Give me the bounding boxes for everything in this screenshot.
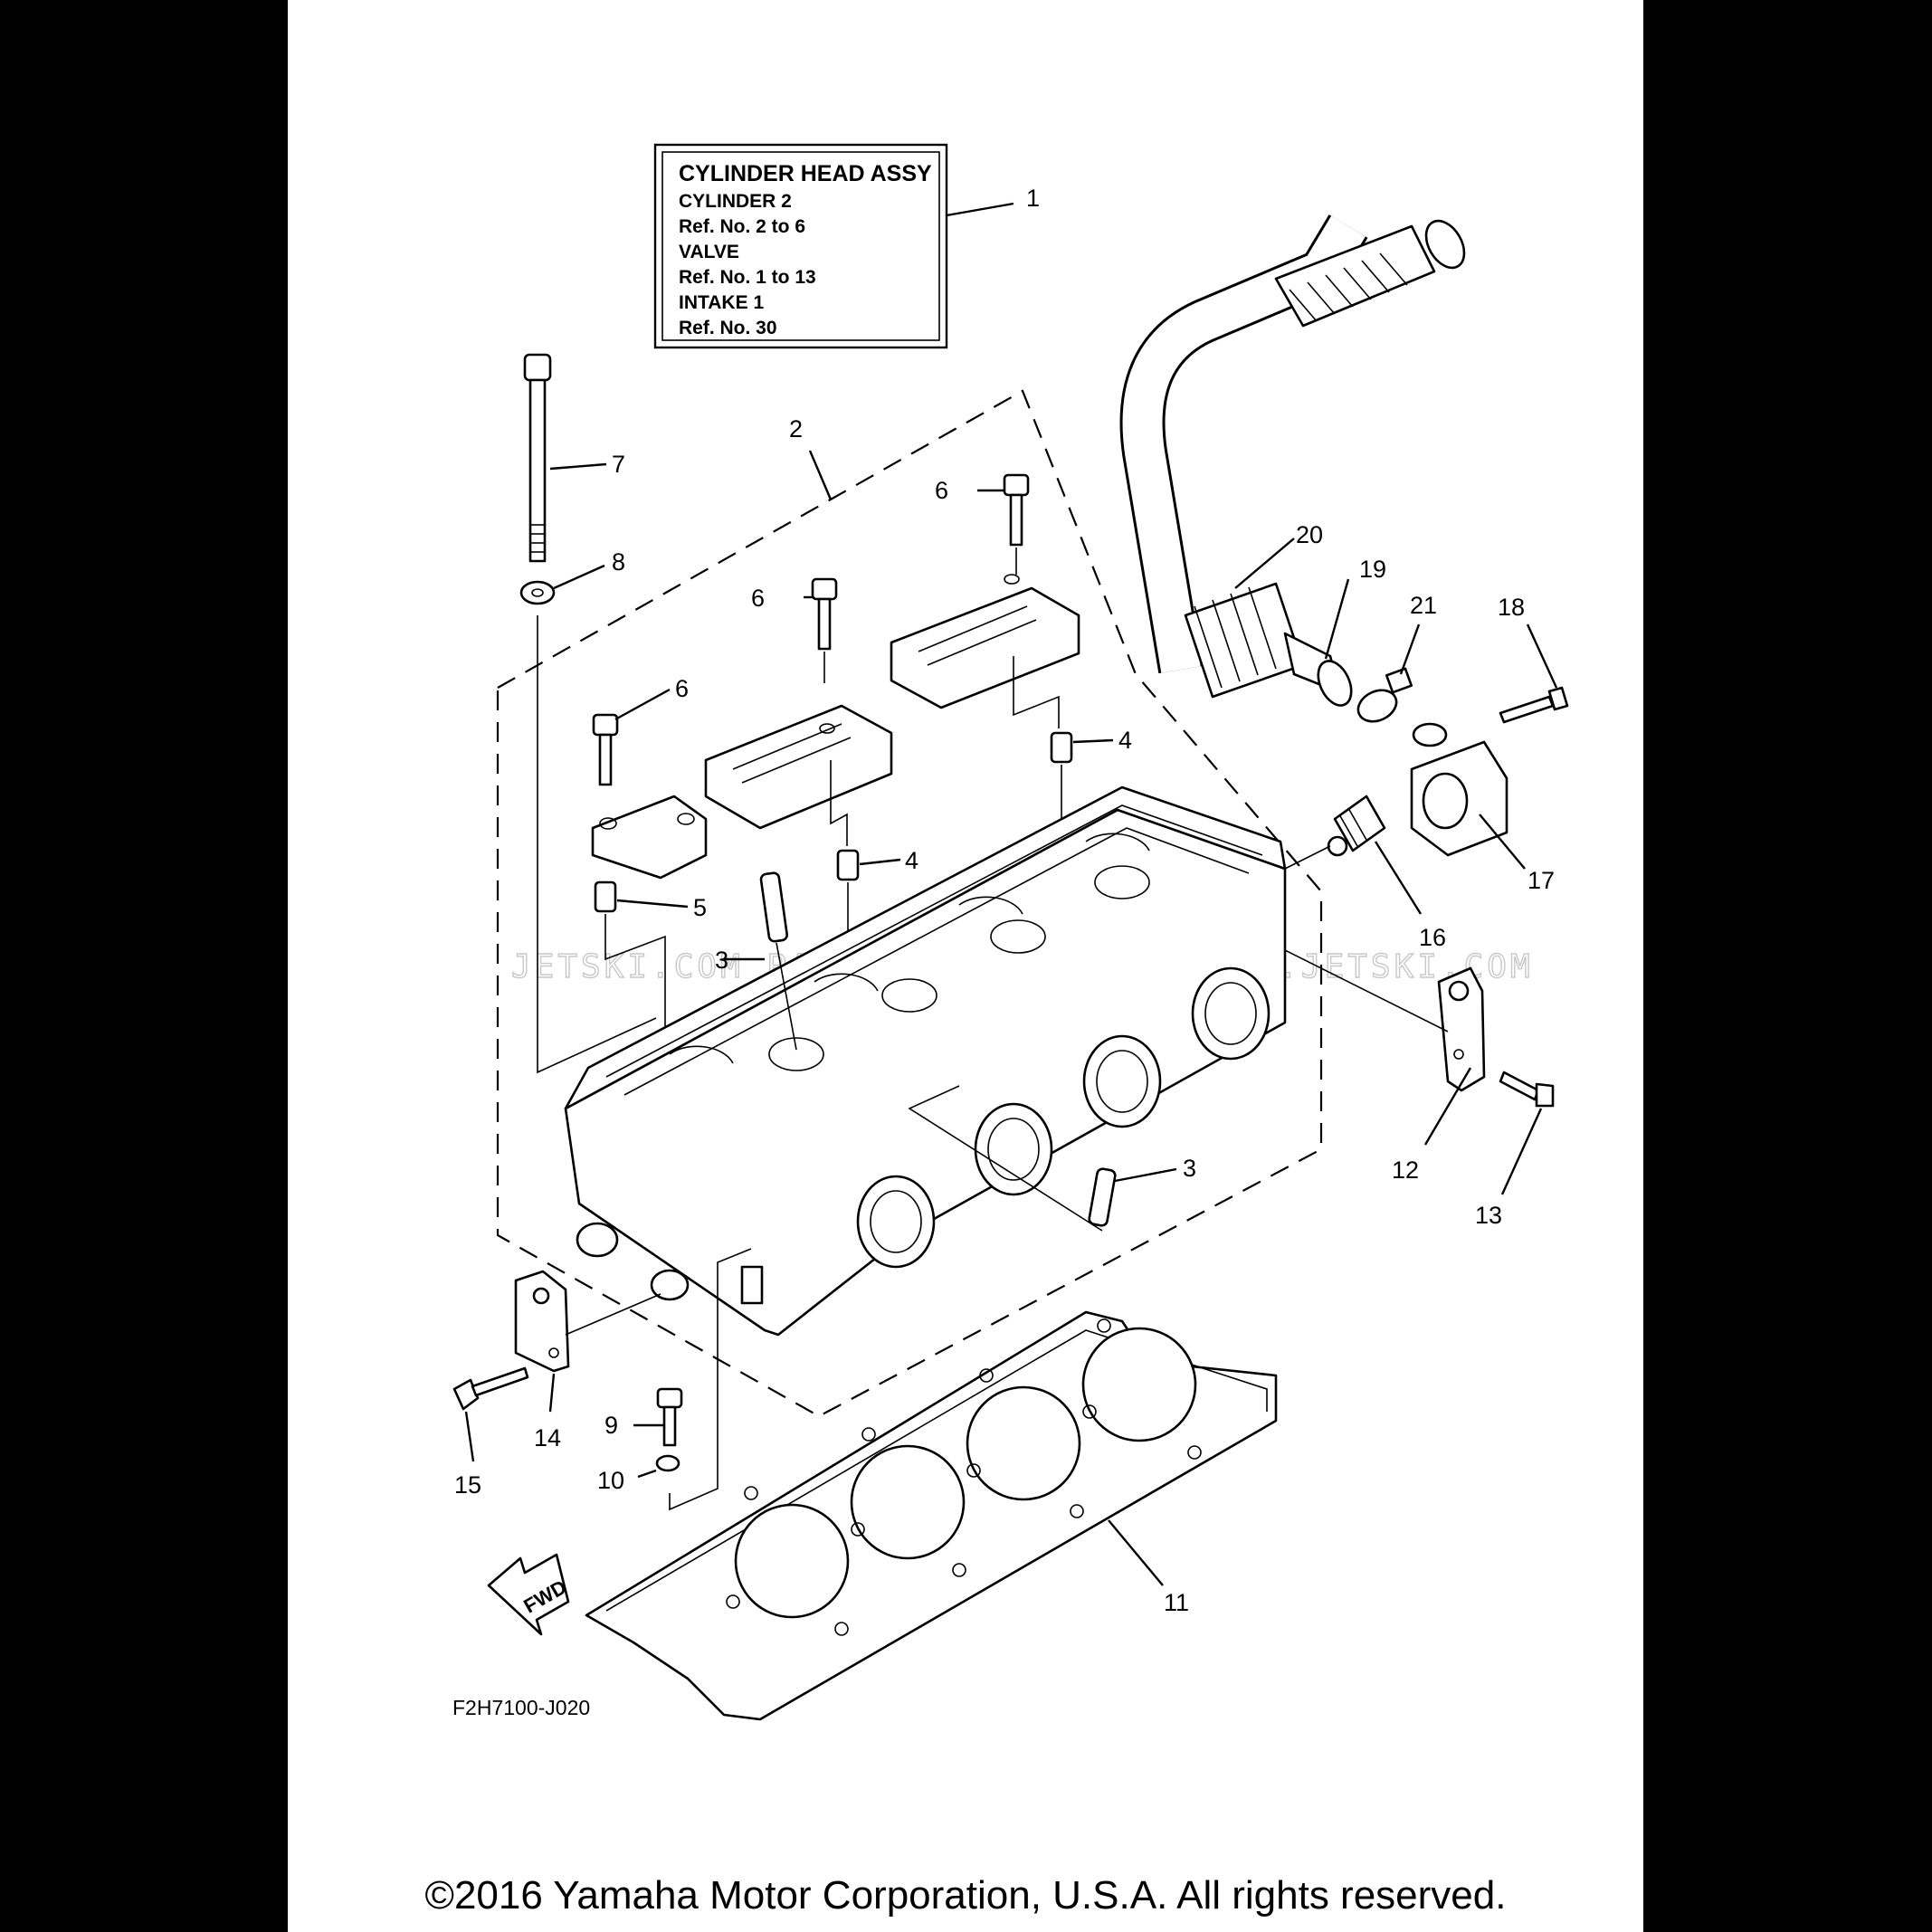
callout-6: 6 [751, 585, 765, 612]
dowel-5 [594, 880, 617, 913]
callout-21: 21 [1410, 592, 1437, 619]
info-box-line: Ref. No. 1 to 13 [679, 267, 816, 288]
callout-5: 5 [693, 894, 707, 921]
dowel-4-right [1050, 731, 1073, 764]
bolt-9 [656, 1387, 683, 1447]
callout-18: 18 [1498, 594, 1525, 621]
callout-6: 6 [675, 675, 689, 702]
callout-19: 19 [1359, 556, 1386, 583]
callout-9: 9 [604, 1412, 618, 1439]
bolt-13 [1499, 1071, 1555, 1108]
bracket-12 [1437, 966, 1486, 1092]
forward-direction-arrow: FWD [487, 1553, 570, 1636]
info-box-line: CYLINDER 2 [679, 191, 792, 212]
cap-bolt-6-left [592, 713, 619, 786]
callout-2: 2 [789, 415, 803, 443]
thermostat [1327, 795, 1386, 857]
dowel-4-middle [836, 849, 860, 881]
head-bolt-7 [523, 353, 552, 563]
hose-bellows [1274, 224, 1436, 328]
info-box-line: VALVE [679, 242, 739, 262]
bolt-15 [452, 1366, 529, 1411]
callout-16: 16 [1419, 924, 1446, 951]
callout-6: 6 [935, 477, 948, 504]
callout-8: 8 [612, 548, 625, 576]
washer-8 [519, 580, 556, 605]
copyright-notice: ©2016 Yamaha Motor Corporation, U.S.A. A… [424, 1873, 1507, 1918]
water-hose [1119, 214, 1466, 707]
info-box-line: Ref. No. 30 [679, 318, 777, 338]
cap-bolt-6-right [1003, 473, 1030, 547]
cylinder-head [564, 785, 1287, 1337]
callout-4: 4 [905, 847, 918, 874]
bracket-14 [514, 1270, 570, 1373]
info-box: CYLINDER HEAD ASSY CYLINDER 2 Ref. No. 2… [653, 143, 948, 349]
head-gasket [585, 1310, 1278, 1721]
callout-15: 15 [454, 1471, 481, 1499]
thermostat-housing [1410, 722, 1508, 857]
hose-19-20 [1184, 582, 1353, 707]
diagram-code: F2H7100-J020 [452, 1696, 590, 1719]
info-box-line: INTAKE 1 [679, 292, 764, 313]
bolt-18 [1499, 686, 1569, 724]
callout-11: 11 [1164, 1589, 1189, 1616]
cam-cap-left [591, 795, 708, 880]
cam-cap-right [890, 574, 1080, 709]
callout-14: 14 [534, 1424, 561, 1451]
callout-17: 17 [1528, 867, 1555, 894]
cap-bolt-6-middle [811, 577, 838, 651]
pipe-3-bottom [1088, 1167, 1117, 1227]
callout-1: 1 [1026, 185, 1040, 212]
callout-3: 3 [715, 947, 728, 974]
callout-3: 3 [1183, 1155, 1196, 1182]
pipe-3-top [759, 871, 788, 943]
washer-10 [655, 1454, 680, 1472]
callout-7: 7 [612, 451, 625, 478]
callout-12: 12 [1392, 1156, 1419, 1184]
callout-13: 13 [1475, 1202, 1502, 1229]
cam-cap-middle [704, 704, 893, 830]
info-box-title: CYLINDER HEAD ASSY [679, 161, 932, 186]
callout-10: 10 [597, 1467, 624, 1494]
callout-20: 20 [1296, 521, 1323, 548]
assembly-boundary [496, 389, 1323, 1418]
hose-clamp [1356, 667, 1413, 723]
callout-4: 4 [1118, 727, 1132, 754]
info-box-line: Ref. No. 2 to 6 [679, 216, 805, 237]
